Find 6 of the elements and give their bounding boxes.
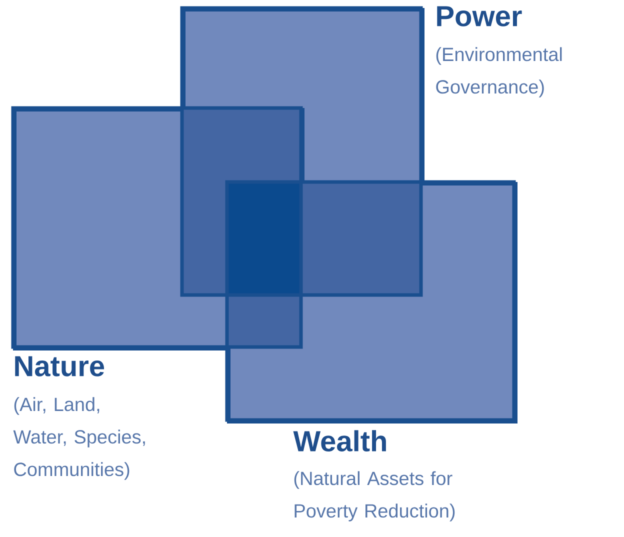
description: (Natural Assets for Poverty Reduction)	[294, 471, 455, 522]
heading: Wealth	[293, 430, 386, 452]
heading: Power	[437, 6, 522, 26]
heading: Nature	[15, 356, 104, 376]
description: (Air, Land, Water, Species, Communities)	[13, 397, 145, 480]
description: (Environmental Governance)	[436, 47, 562, 98]
